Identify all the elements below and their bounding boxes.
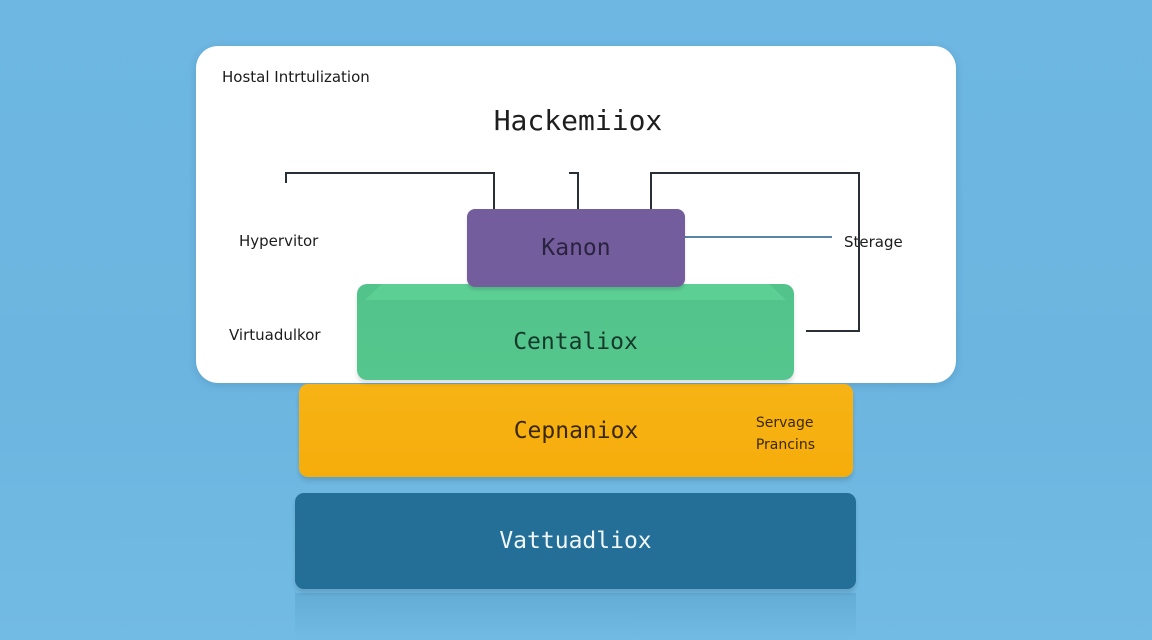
connector-right [650,172,860,332]
cepnaniox-note-line-2: Prancins [755,437,815,453]
layer-centaliox-label: Centaliox [513,329,638,355]
label-hypervitor: Hypervitor [239,232,319,250]
layer-cepnaniox: Cepnaniox Servage Prancins [299,384,853,477]
layer-cepnaniox-label: Cepnaniox [513,417,639,444]
layer-vattuadliox-label: Vattuadliox [499,528,652,554]
layer-vattuadliox: Vattuadliox [295,493,856,589]
cepnaniox-note-line-1: Servage [755,415,814,431]
storage-arrow [659,236,832,251]
panel-title: Hackemiiox [493,104,663,137]
layer-kanon-label: Kanon [541,235,611,261]
label-virtuadulkor: Virtuadulkor [229,326,321,344]
layer-kanon: Kanon [467,209,685,287]
base-reflection [295,593,856,640]
connector-left [285,172,495,209]
layer-centaliox: Centaliox [357,284,794,380]
cepnaniox-note: Servage Prancins [756,412,815,456]
connector-middle [569,172,579,209]
panel-caption: Hostal Intrtulization [222,68,370,86]
